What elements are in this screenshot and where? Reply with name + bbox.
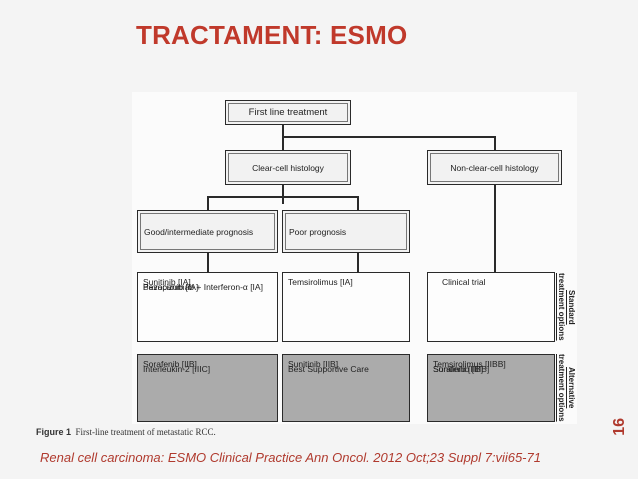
standard-nonclear-box: Clinical trial	[427, 272, 555, 342]
connector-root-split	[282, 136, 495, 138]
connector-to-good	[207, 196, 209, 210]
non-clear-cell-box: Non-clear-cell histology	[427, 150, 562, 185]
treatment-item: Temsirolimus [IA]	[288, 277, 353, 287]
treatment-item: Sunitinib [IA]	[143, 277, 191, 287]
connector-good-down	[207, 252, 209, 272]
clear-cell-box: Clear-cell histology	[225, 150, 351, 185]
treatment-item: Sunitinib [IIB]	[288, 359, 339, 369]
connector-prognosis-split	[207, 196, 358, 198]
treatment-item: Sorafenib [IIIB]	[433, 364, 490, 374]
standard-good-box: Sunitinib [IA] Bevacizumab + Interferon-…	[137, 272, 278, 342]
good-prognosis-label: Good/intermediate prognosis	[144, 226, 254, 237]
treatment-item: Interleukin-2 [IIIC]	[143, 364, 211, 374]
treatment-item: Sunitinib [IIB]	[433, 364, 484, 374]
connector-clear-down	[282, 184, 284, 204]
treatment-item: Best Supportive Care	[288, 364, 369, 374]
standard-poor-box: Temsirolimus [IA]	[282, 272, 410, 342]
good-prognosis-box: Good/intermediate prognosis	[137, 210, 278, 253]
slide-title: TRACTAMENT: ESMO	[136, 20, 408, 50]
alternative-nonclear-box: Temsirolimus [IIBB] Sunitinib [IIB] Sora…	[427, 354, 555, 422]
alternative-poor-box: Sunitinib [IIB] Best Supportive Care	[282, 354, 410, 422]
connector-to-poor	[357, 196, 359, 210]
standard-options-label: Standard treatment options	[557, 273, 576, 341]
alternative-good-box: Sorafenib [IIB] Interleukin-2 [IIIC]	[137, 354, 278, 422]
alternative-options-label: Alternative treatment options	[557, 354, 576, 422]
treatment-item: Temsirolimus [IIBB]	[433, 359, 506, 369]
connector-nonclear-down	[494, 184, 496, 272]
connector-poor-down	[357, 252, 359, 272]
figure-caption-label: Figure 1	[36, 427, 72, 437]
page-number: 16	[611, 418, 628, 436]
figure-caption-text: First-line treatment of metastatic RCC.	[75, 427, 216, 437]
figure-caption: Figure 1 First-line treatment of metasta…	[36, 427, 216, 437]
poor-prognosis-label: Poor prognosis	[289, 226, 347, 237]
treatment-flowchart: First line treatment Clear-cell histolog…	[132, 92, 577, 424]
treatment-item: Clinical trial	[442, 277, 486, 287]
connector-to-nonclear	[494, 136, 496, 150]
poor-prognosis-box: Poor prognosis	[282, 210, 410, 253]
treatment-item: Bevacizumab + Interferon-α [IA]	[143, 282, 263, 292]
citation: Renal cell carcinoma: ESMO Clinical Prac…	[40, 450, 541, 465]
treatment-item: Sorafenib [IIB]	[143, 359, 197, 369]
root-label: First line treatment	[248, 107, 328, 118]
clear-cell-label: Clear-cell histology	[252, 162, 324, 173]
treatment-item: Pazopanib [IA]	[143, 282, 199, 292]
non-clear-cell-label: Non-clear-cell histology	[450, 162, 539, 173]
root-box: First line treatment	[225, 100, 351, 125]
